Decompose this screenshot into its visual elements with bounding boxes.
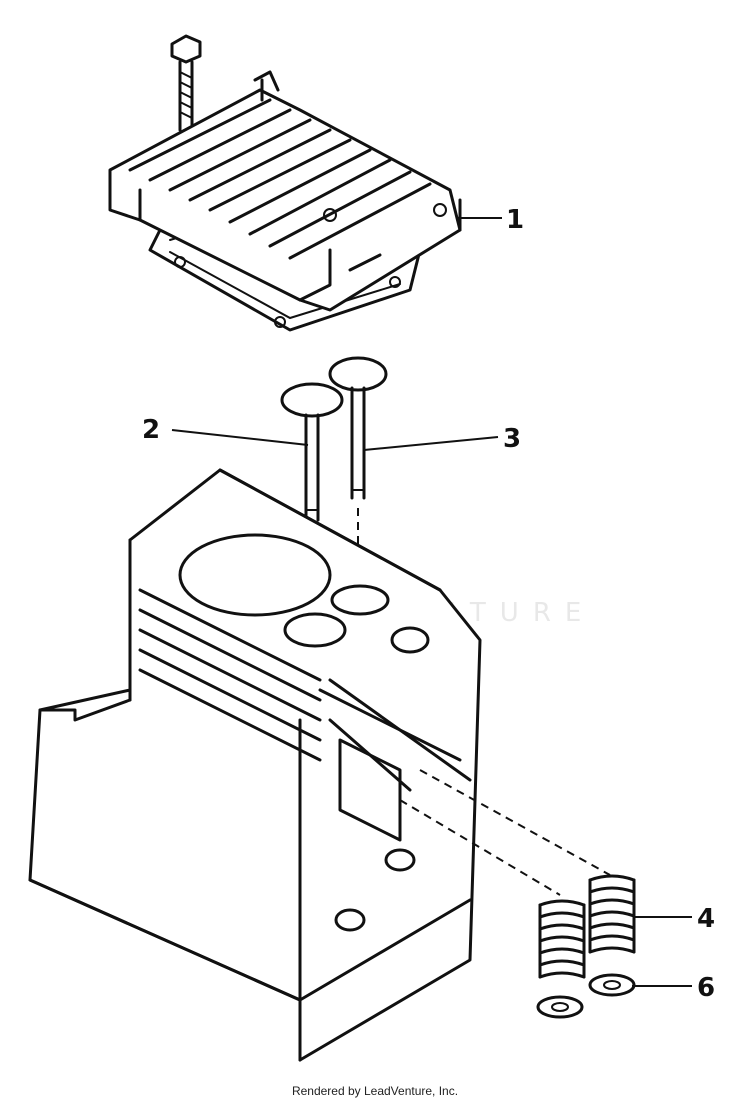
callout-6: 6	[697, 973, 715, 1003]
engine-block	[28, 468, 482, 1062]
spring-retainer-right[interactable]	[588, 973, 636, 997]
footer-credit: Rendered by LeadVenture, Inc.	[291, 1084, 459, 1098]
exhaust-valve[interactable]	[328, 356, 388, 500]
valve-spring-right[interactable]	[588, 874, 636, 954]
callout-2: 2	[142, 415, 160, 445]
intake-valve[interactable]	[280, 382, 344, 522]
head-bolt[interactable]	[170, 34, 202, 132]
callout-1: 1	[506, 205, 524, 235]
valve-spring-left[interactable]	[538, 899, 586, 979]
cylinder-head[interactable]	[108, 70, 462, 332]
spring-retainer-left[interactable]	[536, 995, 584, 1019]
callout-3: 3	[503, 424, 521, 454]
callout-4: 4	[697, 904, 715, 934]
